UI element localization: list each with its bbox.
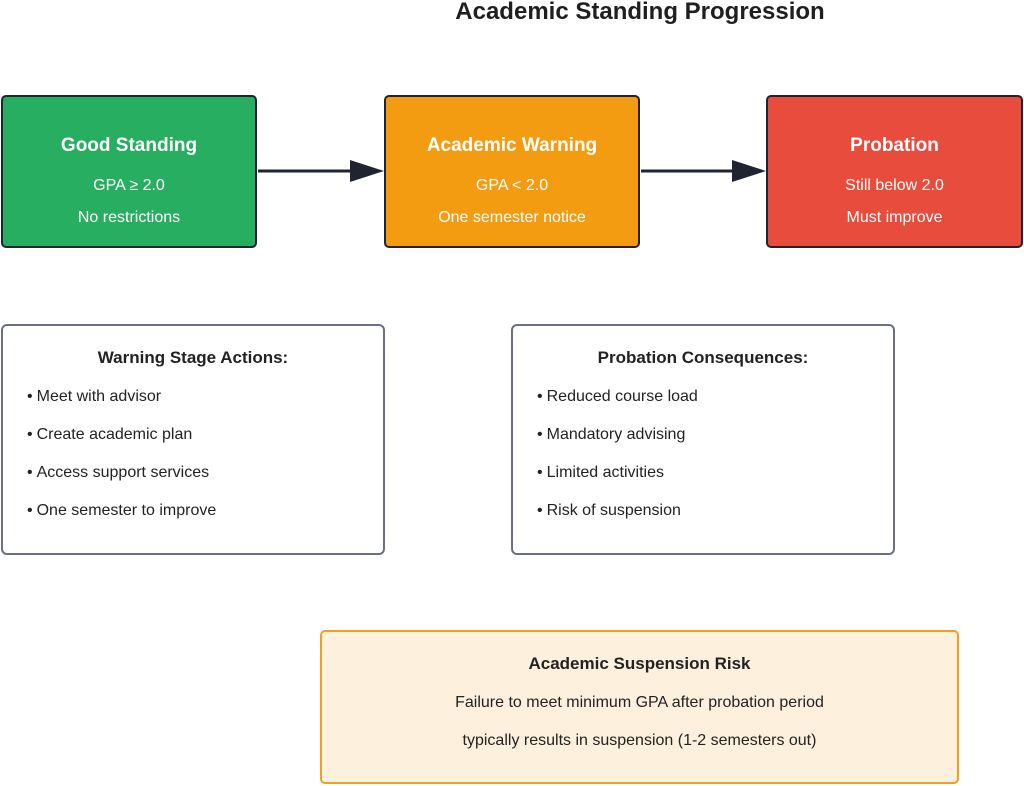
stage-name: Academic Warning [426,135,598,156]
bullet-icon: • [27,388,33,405]
risk-text-line-1: Failure to meet minimum GPA after probat… [455,694,824,711]
list-item-text: Limited activities [546,464,664,481]
list-item-text: Create academic plan [36,426,193,443]
list-item-text: Mandatory advising [546,426,686,443]
warning-actions-panel: Warning Stage Actions: •Meet with adviso… [1,324,385,555]
list-item: •Meet with advisor [27,386,216,424]
stage-name: Good Standing [60,135,198,156]
warning-actions-list: •Meet with advisor •Create academic plan… [27,386,216,538]
list-item: •Reduced course load [537,386,698,424]
stage-note: Must improve [846,209,943,226]
bullet-icon: • [27,502,33,519]
list-item-text: Access support services [36,464,210,481]
arrow-warning-to-probation [641,160,766,182]
bullet-icon: • [537,388,543,405]
bullet-icon: • [537,426,543,443]
title-container: Academic Standing Progression [0,0,1024,40]
probation-consequences-panel: Probation Consequences: •Reduced course … [511,324,895,555]
list-item-text: One semester to improve [36,502,217,519]
probation-consequences-list: •Reduced course load •Mandatory advising… [537,386,698,538]
arrow-good-to-warning [258,160,384,182]
stage-probation: Probation Still below 2.0 Must improve [766,95,1023,248]
bullet-icon: • [537,502,543,519]
stage-name: Probation [850,135,939,156]
stage-academic-warning: Academic Warning GPA < 2.0 One semester … [384,95,640,248]
list-item: •Risk of suspension [537,500,698,538]
diagram-title: Academic Standing Progression [455,0,825,25]
bullet-icon: • [27,464,33,481]
list-item-text: Reduced course load [546,388,698,405]
suspension-risk-box: Academic Suspension Risk Failure to meet… [320,630,959,784]
stage-gpa: GPA < 2.0 [475,177,549,194]
panel-heading: Warning Stage Actions: [97,348,289,367]
bullet-icon: • [537,464,543,481]
panel-heading: Probation Consequences: [597,348,809,367]
list-item-text: Meet with advisor [36,388,162,405]
list-item: •Mandatory advising [537,424,698,462]
list-item: •Limited activities [537,462,698,500]
list-item-text: Risk of suspension [546,502,681,519]
stage-gpa: Still below 2.0 [845,177,944,194]
stage-note: One semester notice [438,209,586,226]
bullet-icon: • [27,426,33,443]
list-item: •Access support services [27,462,216,500]
stage-good-standing: Good Standing GPA ≥ 2.0 No restrictions [1,95,257,248]
stage-note: No restrictions [77,209,181,226]
stage-gpa: GPA ≥ 2.0 [93,177,165,194]
list-item: •One semester to improve [27,500,216,538]
list-item: •Create academic plan [27,424,216,462]
risk-heading: Academic Suspension Risk [528,654,751,673]
risk-text-line-2: typically results in suspension (1-2 sem… [462,732,817,749]
